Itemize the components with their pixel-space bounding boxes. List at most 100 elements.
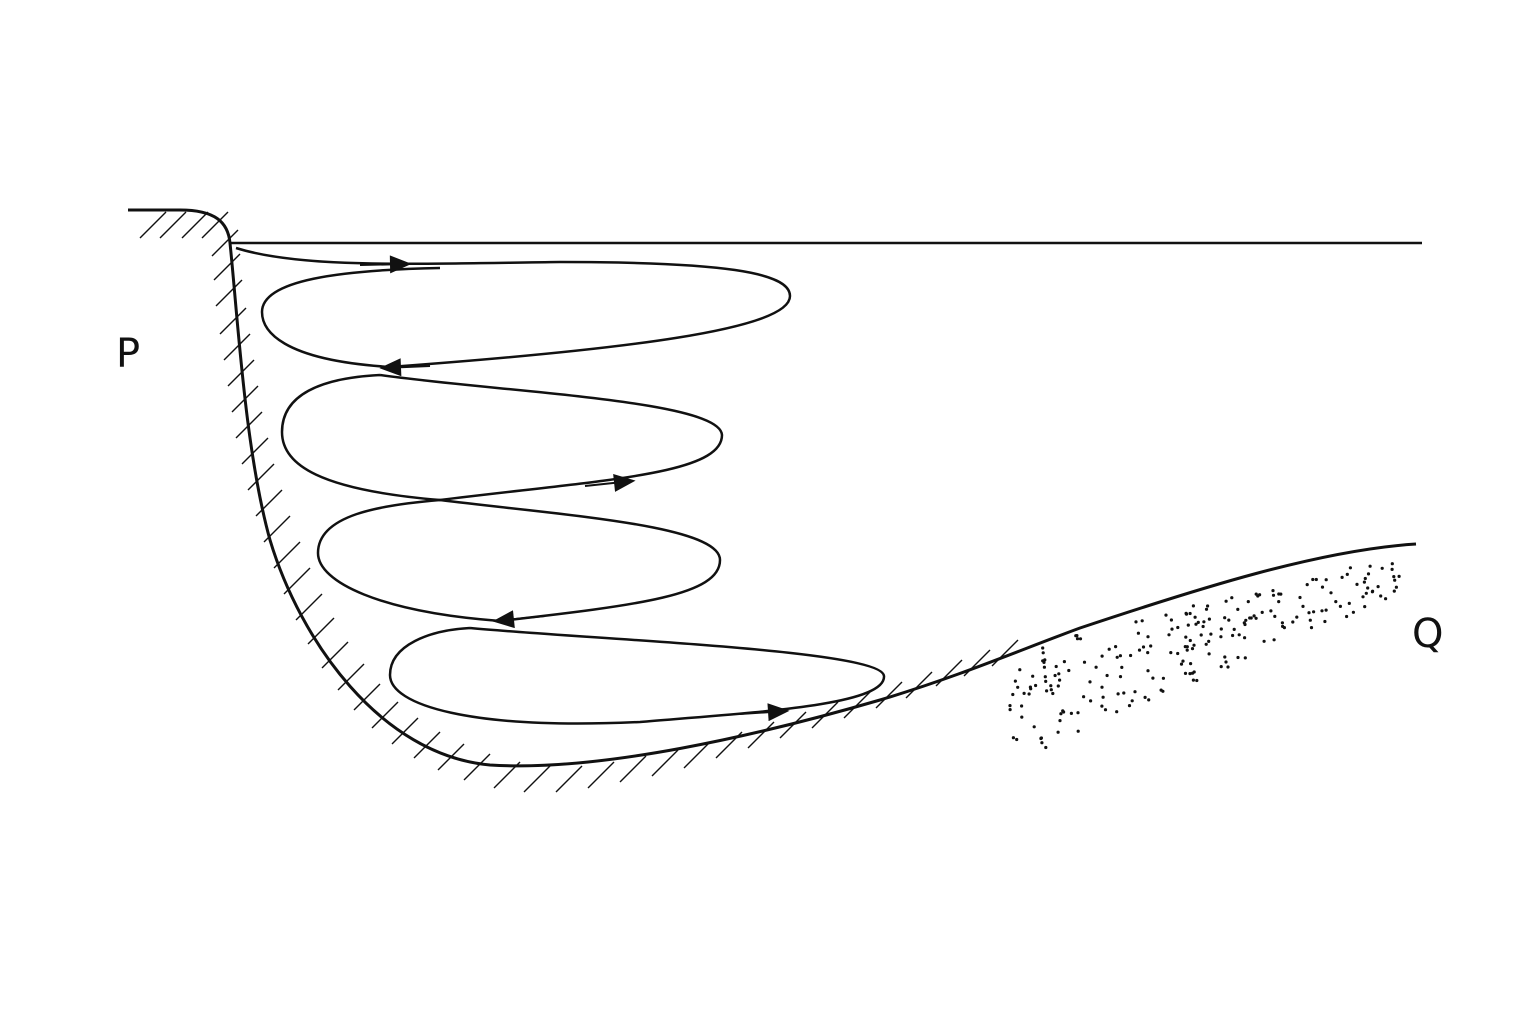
hatch-stroke <box>247 463 275 491</box>
stipple-dot <box>1192 670 1196 674</box>
stipple-dot <box>1192 643 1196 647</box>
stipple-dot <box>1049 684 1053 688</box>
hatch-stroke <box>181 211 209 239</box>
stipple-dot <box>1103 708 1108 712</box>
stipple-dot <box>1254 616 1258 620</box>
hatch-stroke <box>683 741 711 769</box>
hatch-stroke <box>413 731 441 759</box>
hatch-stroke <box>747 721 775 749</box>
helical-flow-path <box>388 626 886 725</box>
hatch-stroke <box>211 229 239 257</box>
hatch-stroke <box>843 691 871 719</box>
stipple-dot <box>1051 691 1055 696</box>
hatch-stroke <box>391 717 419 745</box>
hatch-stroke <box>905 671 933 699</box>
stipple-dot <box>1137 648 1142 652</box>
stipple-dot <box>1075 637 1080 641</box>
stipple-dot <box>1279 592 1283 596</box>
stipple-dot <box>1016 685 1020 689</box>
stipple-dot <box>1376 585 1380 589</box>
stipple-dot <box>1186 623 1190 627</box>
stipple-dot <box>1361 595 1365 599</box>
stipple-dot <box>1185 648 1189 652</box>
stipple-dot <box>1049 688 1053 692</box>
stipple-dot <box>1236 607 1240 612</box>
stipple-dot <box>1134 620 1138 624</box>
hatch-stroke <box>223 333 251 361</box>
stipple-dot <box>1057 672 1061 676</box>
erosion-hatching <box>139 211 1019 793</box>
stipple-dot <box>1224 660 1228 664</box>
stipple-dot <box>1348 566 1352 570</box>
stipple-dot <box>1101 695 1105 699</box>
flow-arrow <box>359 255 412 274</box>
stipple-dot <box>1127 704 1132 708</box>
stipple-dot <box>1320 585 1325 589</box>
hatch-stroke <box>587 761 615 789</box>
stipple-dot <box>1061 709 1065 713</box>
stipple-dot <box>1176 651 1180 656</box>
stipple-dot <box>1273 614 1277 619</box>
stipple-dot <box>1314 577 1318 582</box>
stipple-dot <box>1130 699 1134 703</box>
stipple-dot <box>1078 637 1083 641</box>
stipple-dot <box>1027 692 1031 696</box>
stipple-dot <box>1018 668 1022 672</box>
stipple-dot <box>1305 583 1309 587</box>
stipple-dot <box>1269 609 1273 613</box>
stipple-dot <box>1020 715 1024 719</box>
stipple-dot <box>1260 610 1264 615</box>
stipple-dot <box>1011 736 1016 740</box>
stipple-dot <box>1232 627 1236 632</box>
stipple-dot <box>1179 662 1184 666</box>
stipple-dot <box>1069 711 1073 716</box>
stipple-dot <box>1252 614 1256 618</box>
stipple-dot <box>1058 719 1062 723</box>
stipple-dot <box>1056 730 1060 734</box>
stipple-dot <box>1043 675 1047 679</box>
stipple-dot <box>1141 645 1146 649</box>
stipple-dot <box>1262 639 1266 643</box>
stipple-dot <box>1223 616 1227 620</box>
stipple-dot <box>1392 575 1396 579</box>
stipple-dot <box>1219 665 1223 669</box>
stipple-dot <box>1188 611 1192 616</box>
stipple-dot <box>1146 669 1150 673</box>
stipple-dot <box>1379 594 1383 598</box>
stipple-dot <box>1244 618 1248 622</box>
stipple-dot <box>1100 654 1104 658</box>
stipple-dot <box>1366 586 1370 590</box>
stipple-dot <box>1309 626 1314 630</box>
stipple-dot <box>1243 656 1247 660</box>
stipple-dot <box>1161 676 1165 680</box>
stipple-dot <box>1184 612 1189 616</box>
stipple-dot <box>1202 620 1206 624</box>
stipple-dot <box>1164 613 1168 617</box>
stipple-dot <box>1191 678 1195 682</box>
stipple-dot <box>1207 652 1211 656</box>
stipple-dot <box>1323 619 1327 624</box>
stipple-dot <box>1041 651 1045 655</box>
stipple-dot <box>1204 607 1209 611</box>
stipple-dot <box>1122 691 1126 695</box>
stipple-dot <box>1397 574 1401 579</box>
stipple-dot <box>1120 665 1124 670</box>
stipple-dot <box>1042 665 1046 669</box>
stipple-dot <box>1176 625 1180 630</box>
stipple-dot <box>1169 651 1173 655</box>
stipple-dot <box>1291 620 1295 624</box>
stipple-dot <box>1076 729 1080 733</box>
hatch-stroke <box>159 211 187 239</box>
stipple-dot <box>1231 633 1235 638</box>
hatch-stroke <box>295 593 323 621</box>
hatch-stroke <box>219 307 247 335</box>
flow-arrow <box>739 703 790 722</box>
stipple-dot <box>1015 737 1019 742</box>
stipple-dot <box>1022 691 1026 696</box>
stipple-dot <box>1129 653 1133 658</box>
stipple-dot <box>1370 590 1374 594</box>
stipple-dot <box>1032 725 1036 729</box>
stipple-dot <box>1298 595 1302 600</box>
stipple-dot <box>1345 614 1349 619</box>
